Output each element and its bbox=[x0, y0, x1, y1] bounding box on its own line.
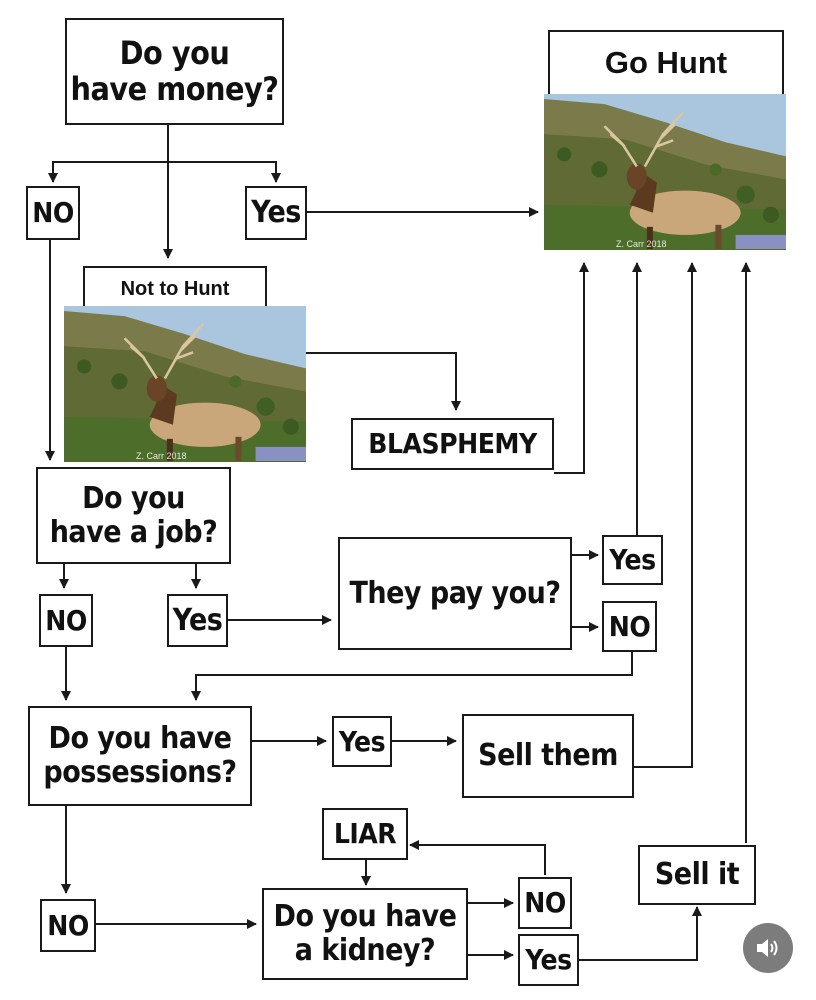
liar-box: LIAR bbox=[322, 808, 408, 860]
question-line: Do you have bbox=[273, 899, 457, 935]
connector bbox=[579, 906, 702, 961]
elk-photo: Z. Carr 2018 bbox=[544, 94, 786, 250]
label: Go Hunt bbox=[604, 45, 728, 80]
connector bbox=[306, 352, 461, 411]
label: Yes bbox=[609, 543, 656, 577]
question-line: possessions? bbox=[43, 755, 237, 790]
photo-watermark: Z. Carr 2018 bbox=[136, 451, 187, 461]
label: NO bbox=[45, 603, 87, 637]
question-have-possessions: Do you have possessions? bbox=[28, 706, 252, 806]
label: LIAR bbox=[333, 817, 397, 851]
question-line: have money? bbox=[70, 69, 279, 108]
label: Yes bbox=[525, 943, 572, 977]
no-kidney-box: NO bbox=[518, 877, 572, 929]
connector bbox=[409, 840, 546, 875]
no-possessions-box: NO bbox=[40, 899, 96, 952]
yes-pay-box: Yes bbox=[602, 535, 663, 585]
elk-photo: Z. Carr 2018 bbox=[64, 306, 306, 462]
elk-photo-icon bbox=[64, 306, 306, 462]
photo-watermark: Z. Carr 2018 bbox=[616, 239, 667, 249]
connector bbox=[168, 161, 281, 183]
label: NO bbox=[47, 908, 89, 942]
question-line: Do you have bbox=[48, 721, 232, 757]
question-have-job: Do you have a job? bbox=[36, 467, 231, 564]
label: Not to Hunt bbox=[120, 278, 230, 300]
sell-them-box: Sell them bbox=[462, 714, 634, 798]
yes-job-box: Yes bbox=[167, 594, 228, 647]
go-hunt-box: Go Hunt bbox=[548, 30, 784, 102]
connector bbox=[554, 262, 589, 474]
question-line: a kidney? bbox=[294, 933, 436, 968]
question-line: Do you bbox=[119, 33, 230, 72]
connector bbox=[634, 262, 697, 768]
connector bbox=[48, 161, 168, 183]
question-have-money: Do you have money? bbox=[65, 18, 284, 125]
they-pay-you-box: They pay you? bbox=[338, 537, 572, 650]
yes-possessions-box: Yes bbox=[332, 716, 392, 767]
question-have-kidney: Do you have a kidney? bbox=[262, 888, 468, 980]
label: NO bbox=[524, 886, 566, 920]
speaker-icon bbox=[757, 939, 778, 957]
label: Sell them bbox=[478, 738, 618, 774]
sound-toggle-button[interactable] bbox=[743, 923, 793, 973]
yes-money-box: Yes bbox=[245, 186, 307, 240]
no-pay-box: NO bbox=[602, 601, 657, 652]
yes-kidney-box: Yes bbox=[518, 934, 579, 986]
question-line: have a job? bbox=[49, 514, 218, 550]
label: BLASPHEMY bbox=[368, 427, 537, 461]
elk-photo-icon bbox=[544, 94, 786, 250]
label: Yes bbox=[251, 195, 301, 231]
label: Yes bbox=[338, 724, 386, 758]
label: Yes bbox=[172, 602, 223, 638]
label: NO bbox=[608, 609, 651, 643]
blasphemy-box: BLASPHEMY bbox=[351, 418, 554, 470]
no-job-box: NO bbox=[39, 594, 93, 647]
question-line: Do you bbox=[82, 480, 185, 516]
sell-it-box: Sell it bbox=[638, 845, 756, 905]
label: Sell it bbox=[654, 857, 740, 893]
label: NO bbox=[32, 196, 74, 230]
label: They pay you? bbox=[349, 575, 561, 611]
no-money-box: NO bbox=[26, 186, 80, 240]
connector bbox=[191, 652, 633, 701]
